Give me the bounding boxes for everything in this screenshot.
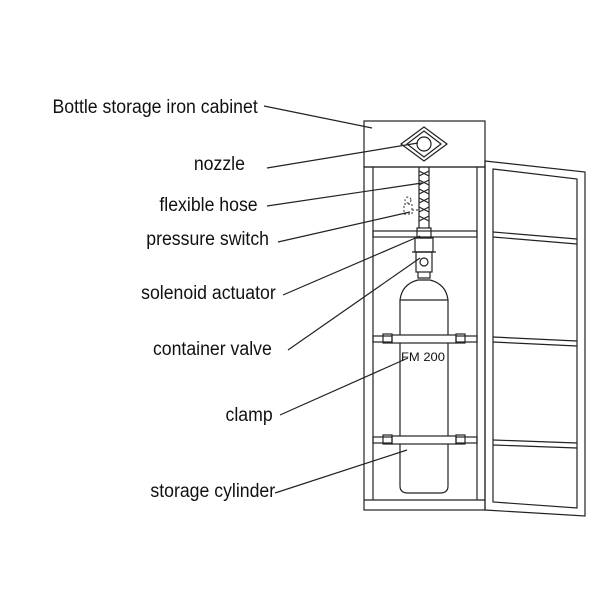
label-flexible-hose: flexible hose <box>159 195 258 216</box>
leader-clamp <box>279 357 409 416</box>
label-container-valve: container valve <box>153 339 272 360</box>
leader-cabinet <box>263 105 373 129</box>
label-nozzle: nozzle <box>193 154 245 175</box>
cabinet-shelf-upper <box>372 230 478 238</box>
solenoid-actuator <box>412 227 436 253</box>
flexible-hose <box>418 167 430 228</box>
leader-hose <box>266 182 423 207</box>
cabinet-door <box>484 160 586 517</box>
container-valve <box>415 251 433 279</box>
nozzle-symbol <box>399 126 449 162</box>
cylinder-marking: FM 200 <box>401 350 445 364</box>
label-solenoid-actuator: solenoid actuator <box>141 283 276 304</box>
leader-cylinder <box>274 449 408 494</box>
leader-valve <box>287 257 421 351</box>
cabinet-body <box>363 120 486 511</box>
leader-nozzle <box>266 142 419 169</box>
storage-cylinder <box>399 279 449 494</box>
clamp-upper <box>382 333 466 344</box>
leader-solenoid <box>282 235 421 296</box>
pressure-switch <box>403 196 419 215</box>
label-cabinet: Bottle storage iron cabinet <box>52 97 258 118</box>
leader-lines <box>263 105 423 494</box>
label-pressure-switch: pressure switch <box>146 229 269 250</box>
clamp-lower <box>382 434 466 445</box>
label-storage-cylinder: storage cylinder <box>150 481 275 502</box>
label-clamp: clamp <box>225 405 273 426</box>
leader-pressure-switch <box>277 211 411 243</box>
